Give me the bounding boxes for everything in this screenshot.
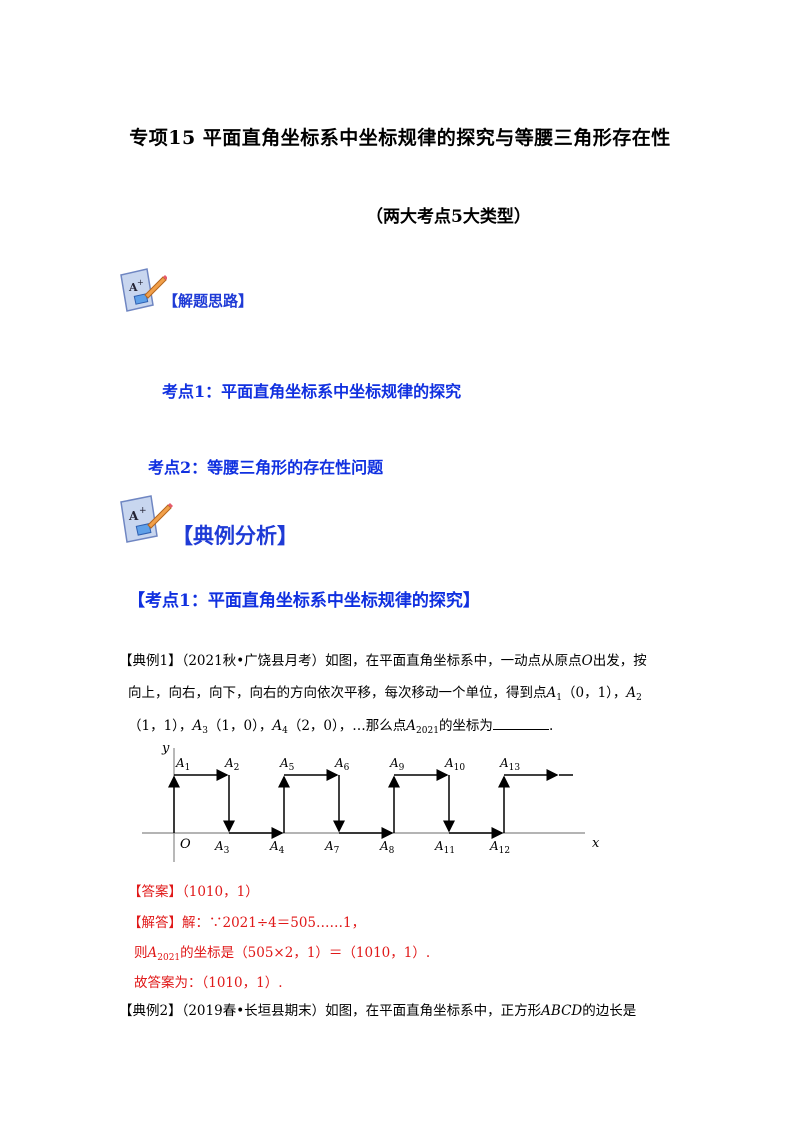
- page-title: 专项15 平面直角坐标系中坐标规律的探究与等腰三角形存在性: [129, 127, 671, 149]
- y-axis-label: y: [161, 741, 170, 756]
- banner-example-analysis: 【典例分析】: [172, 524, 298, 548]
- x-axis-label: x: [592, 836, 600, 851]
- svg-text:A: A: [128, 509, 139, 523]
- answer-tag: 【答案】: [128, 884, 182, 900]
- keypoint-2: 考点2：等腰三角形的存在性问题: [148, 458, 384, 477]
- point-label: A5: [279, 756, 295, 773]
- pencil-paper-icon: A +: [120, 268, 167, 312]
- point-label: A4: [269, 839, 285, 856]
- point-label: A10: [444, 756, 465, 773]
- movement-path: [168, 769, 573, 839]
- origin-label: O: [180, 837, 191, 852]
- solution-tag: 【解答】: [128, 915, 182, 931]
- point-label: A12: [489, 839, 510, 856]
- example1-line3: （1，1），A3（1，0），A4（2，0），…那么点A2021的坐标为.: [128, 715, 553, 741]
- svg-text:+: +: [139, 506, 147, 516]
- solution-line1: 【解答】解：∵2021÷4＝505……1，: [128, 915, 366, 931]
- example1-line1: 【典例1】（2021秋•广饶县月考）如图，在平面直角坐标系中，一动点从原点O出发…: [119, 653, 647, 669]
- solution-line2: 则A2021的坐标是（505×2，1）＝（1010，1）.: [134, 945, 431, 963]
- svg-text:+: +: [137, 278, 144, 287]
- answer-line: 【答案】（1010，1）: [128, 880, 259, 900]
- point-label: A6: [334, 756, 350, 773]
- example1-tag: 【典例1】: [119, 653, 182, 669]
- pencil-paper-icon: A +: [120, 495, 173, 543]
- point-label: A7: [324, 839, 340, 856]
- page-subtitle: （两大考点5大类型）: [366, 207, 531, 227]
- point-label: A11: [434, 839, 455, 856]
- solution-line3: 故答案为：（1010，1）.: [134, 975, 283, 991]
- answer-value: （1010，1）: [182, 884, 259, 900]
- point-label: A2: [224, 756, 239, 773]
- point-label: A8: [379, 839, 395, 856]
- point-label: A9: [389, 756, 405, 773]
- point-label: A3: [214, 839, 230, 856]
- svg-text:A: A: [128, 281, 138, 294]
- example2-tag: 【典例2】: [119, 1003, 182, 1019]
- section-heading-1: 【考点1：平面直角坐标系中坐标规律的探究】: [128, 591, 480, 611]
- answer-blank: [492, 715, 549, 730]
- example1-line2: 向上，向右，向下，向右的方向依次平移，每次移动一个单位，得到点A1（0，1），A…: [128, 685, 642, 703]
- keypoint-1: 考点1：平面直角坐标系中坐标规律的探究: [162, 382, 462, 401]
- example2-line1: 【典例2】（2019春•长垣县期末）如图，在平面直角坐标系中，正方形ABCD的边…: [119, 1003, 637, 1019]
- banner-solution-approach: 【解题思路】: [163, 292, 254, 310]
- point-label: A13: [499, 756, 520, 773]
- point-label: A1: [175, 756, 190, 773]
